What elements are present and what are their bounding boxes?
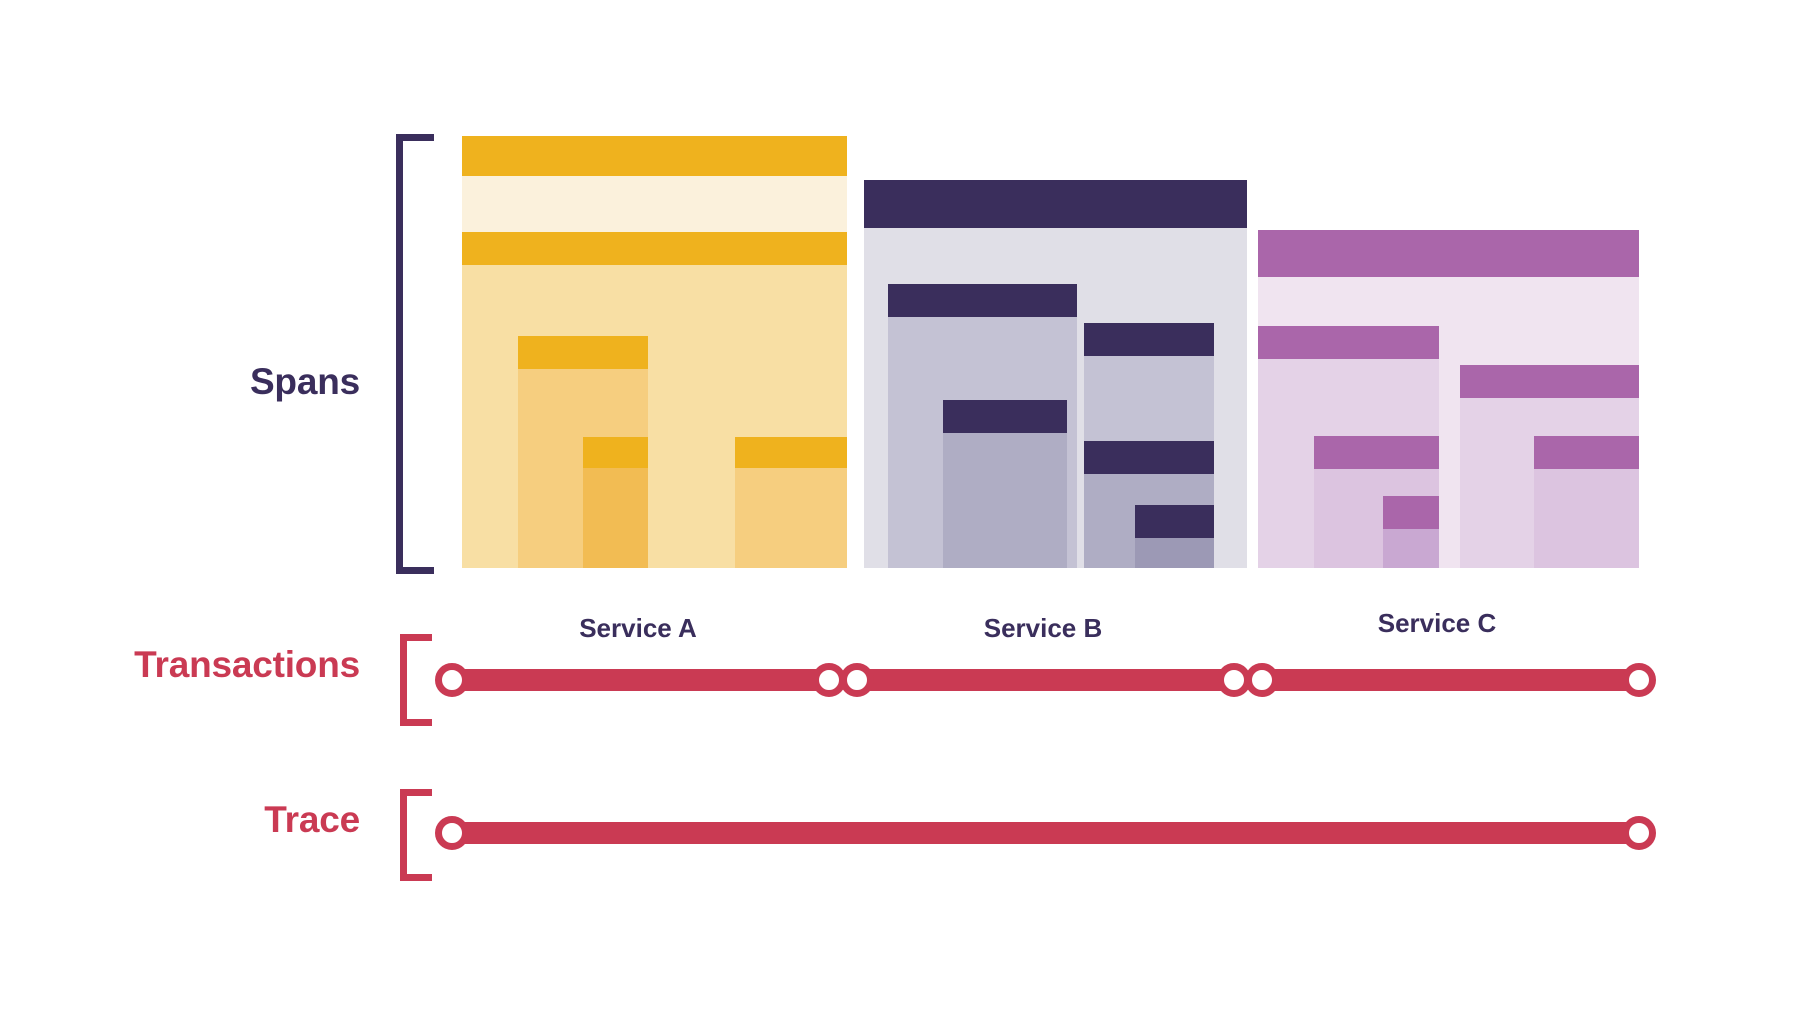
span-a-child-3[interactable] (583, 437, 648, 568)
span-header (660, 232, 847, 265)
bracket-transactions (400, 634, 432, 726)
transaction-line-3[interactable] (1262, 669, 1639, 691)
span-c-sib-kid[interactable] (1534, 436, 1639, 568)
bracket-trace (400, 789, 432, 881)
row-label-trace: Trace (264, 799, 360, 840)
span-b-sib-k-2[interactable] (1135, 505, 1214, 568)
span-group-3 (1258, 230, 1639, 568)
span-header (943, 400, 1067, 433)
row-label-transactions: Transactions (134, 644, 360, 685)
span-header (1258, 326, 1439, 359)
span-header (888, 284, 1077, 317)
service-caption-c: Service C (1377, 608, 1497, 638)
span-header (1383, 496, 1439, 529)
transaction-node-3-end[interactable] (1622, 663, 1656, 697)
span-header (864, 180, 1247, 228)
span-body (1383, 529, 1439, 568)
trace-node-start[interactable] (435, 816, 469, 850)
span-header (518, 336, 648, 369)
span-header (1314, 436, 1439, 469)
spans-waterfall (462, 136, 1639, 568)
transaction-line-2[interactable] (857, 669, 1234, 691)
service-caption-a: Service A (579, 613, 697, 643)
transaction-node-3-start[interactable] (1245, 663, 1279, 697)
row-label-spans: Spans (249, 361, 360, 402)
span-header (1084, 323, 1214, 356)
span-group-2 (864, 180, 1247, 568)
transaction-line-1[interactable] (452, 669, 829, 691)
span-header (1258, 230, 1639, 277)
transaction-node-2-start[interactable] (840, 663, 874, 697)
span-a-sib-kid[interactable] (735, 437, 847, 568)
span-body (735, 468, 847, 568)
span-b-child-2[interactable] (943, 400, 1067, 568)
transaction-node-1-start[interactable] (435, 663, 469, 697)
trace-node-end[interactable] (1622, 816, 1656, 850)
span-header (1135, 505, 1214, 538)
span-header (735, 437, 847, 468)
span-c-child-3[interactable] (1383, 496, 1439, 568)
service-caption-b: Service B (983, 613, 1103, 643)
span-header (1084, 441, 1214, 474)
span-group-1 (462, 136, 847, 568)
span-header (1460, 365, 1639, 398)
span-header (462, 136, 847, 176)
span-body (943, 433, 1067, 568)
span-header (583, 437, 648, 468)
span-body (583, 468, 648, 568)
span-body (1135, 538, 1214, 568)
span-header (1534, 436, 1639, 469)
trace-line[interactable] (452, 822, 1639, 844)
span-body (1534, 469, 1639, 568)
bracket-spans (396, 134, 434, 574)
